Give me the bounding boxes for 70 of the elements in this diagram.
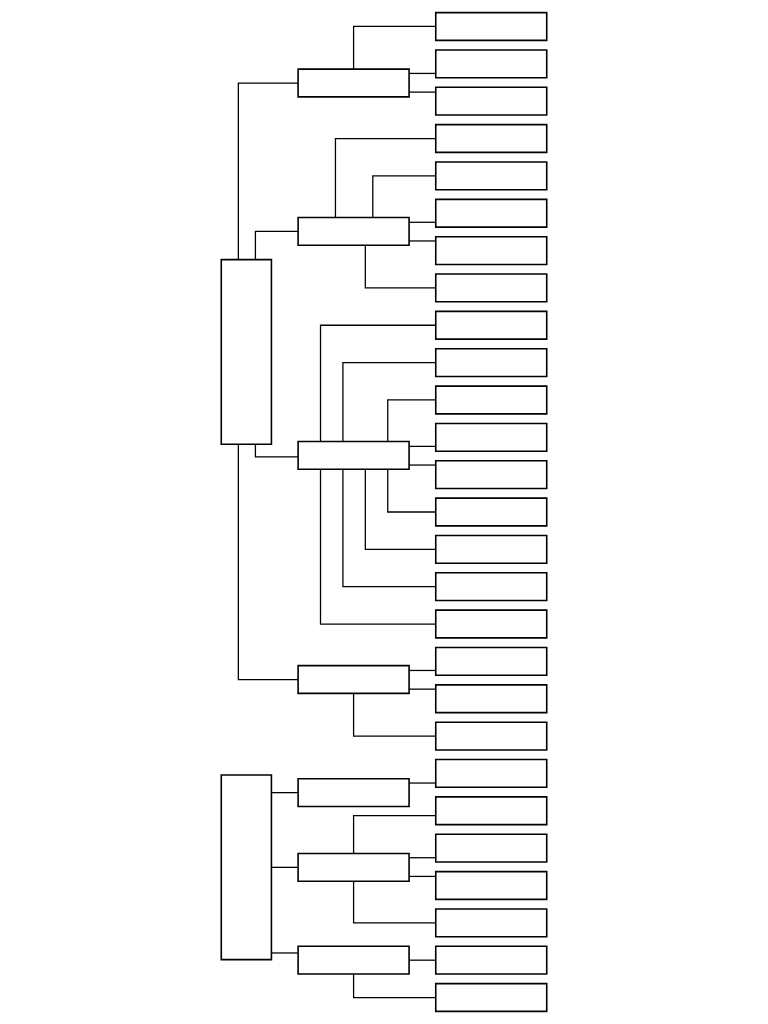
connector [387, 399, 437, 443]
node-box [434, 908, 548, 938]
connector [237, 82, 299, 261]
node-box [434, 385, 548, 415]
connector [408, 221, 437, 223]
connector [342, 468, 437, 588]
node-box [434, 86, 548, 116]
node-box [297, 664, 410, 695]
connector [319, 324, 436, 443]
connector [254, 443, 299, 458]
connector [334, 137, 437, 218]
node-box [297, 945, 410, 975]
connector [408, 688, 437, 690]
node-box [434, 721, 548, 751]
node-box [434, 870, 548, 901]
connector [408, 91, 437, 93]
node-box [434, 198, 548, 228]
node-box [434, 123, 548, 154]
node-box [434, 796, 548, 826]
node-box [434, 310, 548, 340]
connector [352, 692, 437, 737]
node-box [434, 235, 548, 266]
connector [408, 669, 437, 672]
connector [408, 857, 437, 859]
node-box [434, 347, 548, 378]
node-box [434, 758, 548, 789]
connector [270, 952, 299, 954]
connector [372, 175, 437, 218]
node-box [434, 945, 548, 975]
node-box [434, 982, 548, 1013]
node-box [220, 774, 273, 961]
node-box [434, 459, 548, 490]
node-box [434, 49, 548, 79]
connector [352, 25, 437, 70]
connector [408, 875, 437, 878]
node-box [434, 609, 548, 639]
node-box [434, 646, 548, 677]
connector [408, 782, 437, 784]
connector [408, 445, 437, 447]
connector [270, 792, 299, 794]
node-box [434, 161, 548, 191]
connector [319, 468, 436, 625]
connector [364, 244, 437, 289]
node-box [297, 777, 410, 808]
node-box [434, 497, 548, 527]
connector [408, 240, 437, 242]
node-box [434, 684, 548, 714]
node-box [434, 534, 548, 564]
connector [342, 361, 437, 442]
node-box [434, 572, 548, 602]
node-box [434, 422, 548, 452]
node-box [434, 11, 548, 42]
node-box [297, 852, 410, 882]
connector [364, 469, 437, 550]
connector [237, 443, 299, 681]
connector [387, 468, 437, 513]
node-box [434, 833, 548, 863]
node-box [297, 216, 410, 247]
connector [270, 866, 299, 868]
connector [254, 230, 299, 261]
connector [352, 880, 437, 924]
connector [408, 464, 437, 466]
connector [408, 72, 437, 75]
connector [352, 973, 437, 999]
node-box [220, 258, 273, 446]
connector [408, 959, 437, 961]
node-box [297, 440, 410, 471]
node-box [434, 273, 548, 303]
node-box [297, 68, 410, 98]
connector [352, 814, 437, 854]
